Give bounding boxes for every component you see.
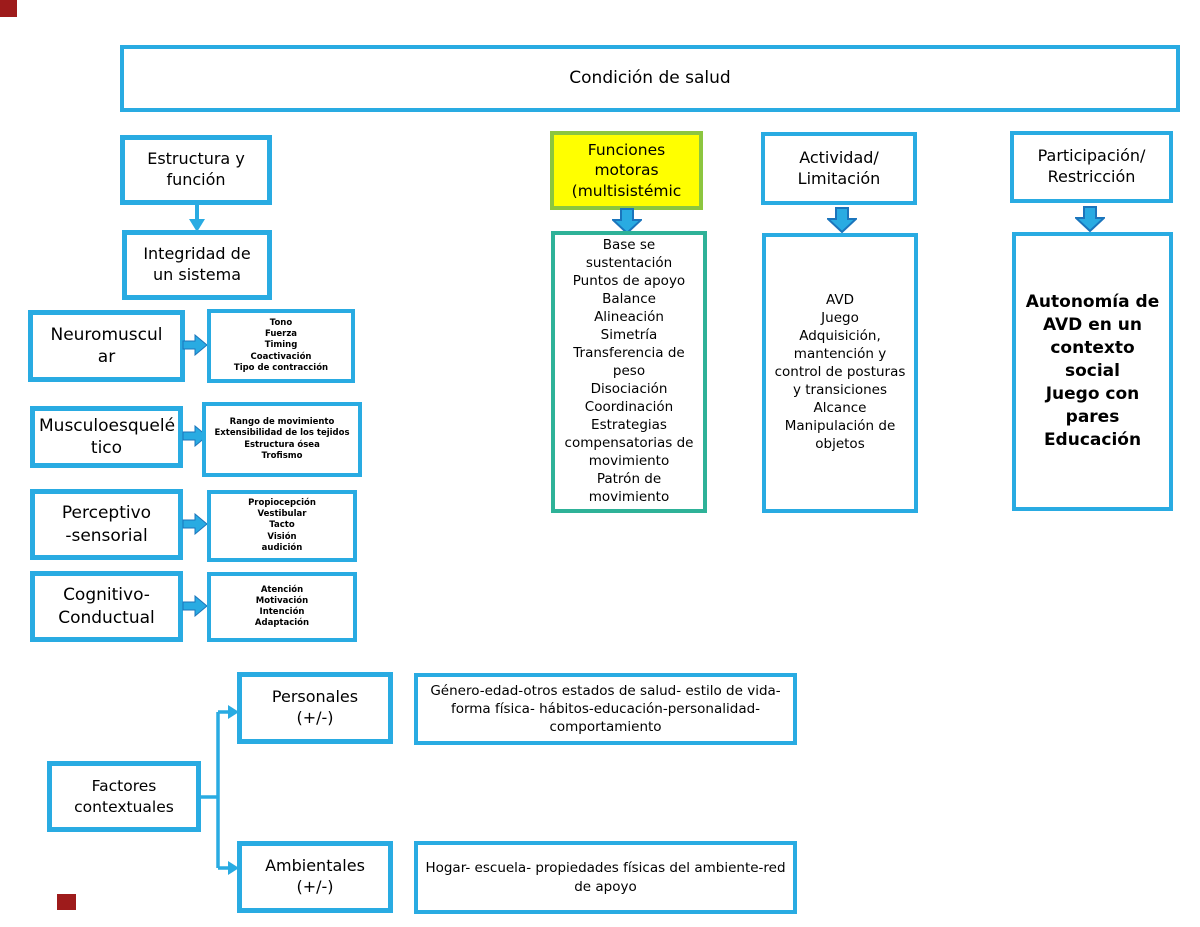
decoration-square-bottom-left <box>57 894 76 910</box>
ambientales-details-text: Hogar- escuela- propiedades físicas del … <box>425 860 786 895</box>
box-condicion-de-salud: Condición de salud <box>120 45 1180 112</box>
perceptivo-sensorial-text: Perceptivo -sensorial <box>61 503 152 546</box>
right-arrow-icon <box>182 425 208 447</box>
actividad-details-text: AVD Juego Adquisición, mantención y cont… <box>774 292 906 452</box>
neuromuscular-text: Neuromuscul ar <box>50 324 163 367</box>
box-perceptivo-sensorial: Perceptivo -sensorial <box>30 489 183 560</box>
title-text: Condición de salud <box>569 68 731 89</box>
neuromuscular-details-text: Tono Fuerza Timing Coactivación Tipo de … <box>233 318 329 373</box>
musculoesqueletico-text: Musculoesquelé tico <box>39 415 176 458</box>
box-personales: Personales (+/-) <box>237 672 393 744</box>
box-funciones-motoras-details: Base se sustentación Puntos de apoyo Bal… <box>551 231 707 513</box>
box-neuromuscular-details: Tono Fuerza Timing Coactivación Tipo de … <box>207 309 355 383</box>
box-participacion-details: Autonomía de AVD en un contexto social J… <box>1012 232 1173 511</box>
integridad-text: Integridad de un sistema <box>143 244 251 284</box>
perceptivo-sensorial-details-text: Propiocepción Vestibular Tacto Visión au… <box>248 498 316 553</box>
right-arrow-icon <box>182 513 208 535</box>
box-factores-contextuales: Factores contextuales <box>47 761 201 832</box>
personales-text: Personales (+/-) <box>271 687 359 727</box>
box-musculoesqueletico: Musculoesquelé tico <box>30 406 183 468</box>
box-musculoesqueletico-details: Rango de movimiento Extensibilidad de lo… <box>202 402 362 477</box>
participacion-details-text: Autonomía de AVD en un contexto social J… <box>1025 292 1160 450</box>
block-down-arrow-icon <box>827 207 857 233</box>
block-down-arrow-icon <box>612 208 642 234</box>
factores-contextuales-text: Factores contextuales <box>74 777 174 816</box>
box-cognitivo-conductual: Cognitivo- Conductual <box>30 571 183 642</box>
box-actividad-limitacion: Actividad/ Limitación <box>761 132 917 205</box>
musculoesqueletico-details-text: Rango de movimiento Extensibilidad de lo… <box>214 417 350 461</box>
cognitivo-conductual-text: Cognitivo- Conductual <box>58 585 155 628</box>
participacion-restriccion-text: Participación/ Restricción <box>1037 146 1146 186</box>
block-down-arrow-icon <box>1075 206 1105 232</box>
connector-factores <box>201 705 239 875</box>
funciones-motoras-text: Funciones motoras (multisistémic <box>571 141 682 200</box>
decoration-square-top-left <box>0 0 17 17</box>
ambientales-text: Ambientales (+/-) <box>265 856 365 896</box>
box-neuromuscular: Neuromuscul ar <box>28 310 185 382</box>
actividad-limitacion-text: Actividad/ Limitación <box>797 147 881 188</box>
box-cognitivo-conductual-details: Atención Motivación Intención Adaptación <box>207 572 357 642</box>
down-arrow-icon <box>189 203 205 232</box>
box-personales-details: Género-edad-otros estados de salud- esti… <box>414 673 797 745</box>
funciones-motoras-details-text: Base se sustentación Puntos de apoyo Bal… <box>564 237 694 505</box>
cognitivo-conductual-details-text: Atención Motivación Intención Adaptación <box>254 584 310 629</box>
box-ambientales-details: Hogar- escuela- propiedades físicas del … <box>414 841 797 914</box>
box-ambientales: Ambientales (+/-) <box>237 841 393 913</box>
box-perceptivo-sensorial-details: Propiocepción Vestibular Tacto Visión au… <box>207 490 357 562</box>
estructura-text: Estructura y función <box>147 149 245 189</box>
right-arrow-icon <box>182 334 208 356</box>
box-funciones-motoras: Funciones motoras (multisistémic <box>550 131 703 210</box>
box-participacion-restriccion: Participación/ Restricción <box>1010 131 1173 203</box>
right-arrow-icon <box>182 595 208 617</box>
box-estructura-y-funcion: Estructura y función <box>120 135 272 205</box>
box-actividad-details: AVD Juego Adquisición, mantención y cont… <box>762 233 918 513</box>
personales-details-text: Género-edad-otros estados de salud- esti… <box>430 682 781 736</box>
box-integridad-de-un-sistema: Integridad de un sistema <box>122 230 272 300</box>
